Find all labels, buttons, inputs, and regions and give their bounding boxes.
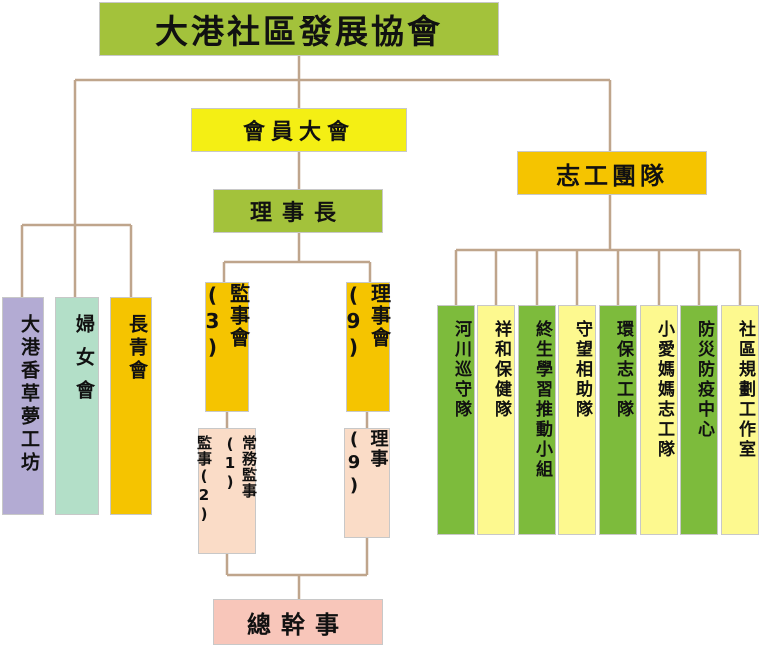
volunteer-team-box: 志工團隊 — [517, 151, 707, 195]
chairman-box: 理事長 — [213, 189, 383, 233]
team-label-eco-volunteer: 環保志工隊 — [613, 320, 633, 420]
general-assembly-label: 會員大會 — [242, 120, 355, 145]
team-box-eco-volunteer: 環保志工隊 — [599, 305, 637, 535]
group-label-elders: 長青會 — [126, 314, 148, 383]
team-box-little-love-mothers: 小愛媽媽志工隊 — [640, 305, 678, 535]
team-box-community-planning: 社區規劃工作室 — [721, 305, 759, 535]
association-title-box: 大港社區發展協會 — [99, 2, 499, 56]
chairman-label: 理事長 — [249, 201, 346, 226]
team-label-disaster-prevention: 防災防疫中心 — [694, 320, 714, 440]
group-label-women: 婦女會 — [73, 314, 95, 413]
director-members-label: 理事(9) — [343, 429, 389, 498]
director-members-box: 理事(9) — [344, 428, 390, 538]
group-box-herb-workshop: 大港香草夢工坊 — [2, 297, 44, 515]
supervisors-box: 監事會(3) — [201, 282, 251, 412]
secretary-label: 總幹事 — [247, 610, 349, 639]
directors-label: 理事會(9) — [341, 283, 392, 361]
team-box-neighborhood-watch: 守望相助隊 — [558, 305, 596, 535]
supervisor-members-label: 監事(2) — [195, 435, 213, 524]
group-label-herb-workshop: 大港香草夢工坊 — [18, 314, 40, 475]
supervisors-label: 監事會(3) — [200, 283, 251, 361]
group-box-women: 婦女會 — [55, 297, 99, 515]
team-label-community-planning: 社區規劃工作室 — [735, 320, 755, 460]
team-label-harmony-health: 祥和保健隊 — [491, 320, 511, 420]
team-box-river-patrol: 河川巡守隊 — [437, 305, 475, 535]
team-box-lifelong-learning: 終生學習推動小組 — [518, 305, 556, 535]
directors-box: 理事會(9) — [342, 282, 392, 412]
team-label-river-patrol: 河川巡守隊 — [451, 320, 471, 420]
team-box-harmony-health: 祥和保健隊 — [477, 305, 515, 535]
team-label-neighborhood-watch: 守望相助隊 — [572, 320, 592, 420]
team-box-disaster-prevention: 防災防疫中心 — [680, 305, 718, 535]
supervisor-members-box: 常務監事(1) 監事(2) — [195, 428, 258, 554]
association-title: 大港社區發展協會 — [155, 12, 443, 51]
general-assembly-box: 會員大會 — [191, 108, 407, 152]
volunteer-team-label: 志工團隊 — [556, 161, 668, 190]
standing-supervisor-label: 常務監事(1) — [221, 435, 258, 499]
team-label-little-love-mothers: 小愛媽媽志工隊 — [654, 320, 674, 460]
secretary-box: 總幹事 — [213, 599, 383, 645]
team-label-lifelong-learning: 終生學習推動小組 — [532, 320, 552, 480]
group-box-elders: 長青會 — [110, 297, 152, 515]
